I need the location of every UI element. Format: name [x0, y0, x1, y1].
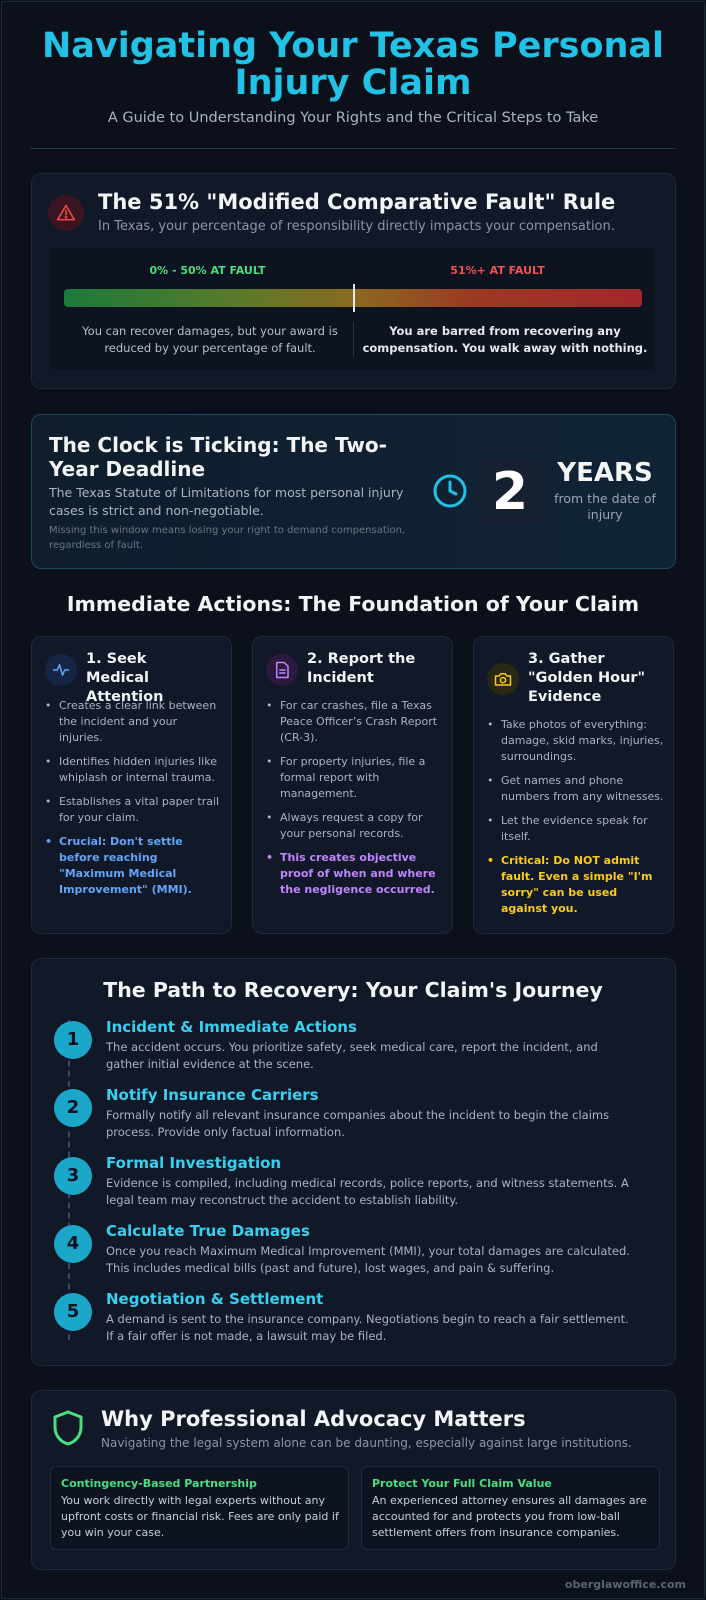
deadline-title: The Clock is Ticking: The Two-Year Deadl… — [49, 433, 387, 481]
deadline-card — [31, 414, 676, 569]
advocacy-box-text: You work directly with legal experts wit… — [61, 1494, 339, 1539]
fault-scale-panel — [50, 248, 655, 370]
step-number: 5 — [54, 1293, 92, 1331]
action-highlight: Crucial: Don't settle before reaching "M… — [45, 834, 223, 898]
deadline-note: Missing this window means losing your ri… — [49, 525, 406, 551]
advocacy-box-title: Protect Your Full Claim Value — [372, 1477, 552, 1490]
step-text: Once you reach Maximum Medical Improveme… — [106, 1244, 630, 1275]
fault-column-divider — [353, 322, 354, 356]
list-item: Identifies hidden injuries like whiplash… — [45, 754, 223, 786]
action-highlight: Critical: Do NOT admit fault. Even a sim… — [487, 853, 665, 917]
step-number: 4 — [54, 1225, 92, 1263]
step-title: Calculate True Damages — [106, 1222, 310, 1240]
step-text: Evidence is compiled, including medical … — [106, 1176, 629, 1207]
action-card-list: Creates a clear link between the inciden… — [45, 698, 223, 906]
page-title: Navigating Your Texas Personal Injury Cl… — [41, 26, 665, 103]
header-divider — [30, 148, 676, 149]
advocacy-subtitle: Navigating the legal system alone can be… — [101, 1436, 632, 1450]
step-number: 3 — [54, 1157, 92, 1195]
deadline-number: 2 — [477, 460, 543, 524]
document-icon — [266, 654, 298, 686]
actions-title: Immediate Actions: The Foundation of You… — [66, 592, 640, 616]
list-item: For property injuries, file a formal rep… — [266, 754, 444, 802]
advocacy-box-text: An experienced attorney ensures all dama… — [372, 1494, 647, 1539]
deadline-unit-caption: from the date of injury — [554, 491, 656, 522]
advocacy-box-title: Contingency-Based Partnership — [61, 1477, 257, 1490]
deadline-text: The Texas Statute of Limitations for mos… — [49, 485, 404, 518]
list-item: Creates a clear link between the inciden… — [45, 698, 223, 746]
list-item: Let the evidence speak for itself. — [487, 813, 665, 845]
fault-barred-text: You are barred from recovering any compe… — [362, 324, 648, 355]
advocacy-box-contingency — [50, 1466, 349, 1550]
camera-icon — [487, 663, 519, 695]
fault-rule-title: The 51% "Modified Comparative Fault" Rul… — [98, 190, 616, 214]
action-highlight: This creates objective proof of when and… — [266, 850, 444, 898]
action-card-title: 3. Gather "Golden Hour" Evidence — [528, 651, 646, 705]
footer-site-link[interactable]: oberglawoffice.com — [564, 1578, 686, 1591]
advocacy-title: Why Professional Advocacy Matters — [101, 1407, 526, 1431]
journey-title: The Path to Recovery: Your Claim's Journ… — [103, 978, 603, 1002]
fault-recoverable-text: You can recover damages, but your award … — [82, 324, 338, 355]
step-text: A demand is sent to the insurance compan… — [106, 1312, 629, 1343]
action-card-list: Take photos of everything: damage, skid … — [487, 717, 665, 925]
fault-barred-label: 51%+ AT FAULT — [450, 264, 545, 277]
pulse-icon — [45, 654, 77, 686]
step-title: Formal Investigation — [106, 1154, 282, 1172]
action-card-list: For car crashes, file a Texas Peace Offi… — [266, 698, 444, 906]
list-item: Get names and phone numbers from any wit… — [487, 773, 665, 805]
page-subtitle: A Guide to Understanding Your Rights and… — [107, 110, 599, 126]
action-card-title: 2. Report the Incident — [307, 651, 416, 686]
step-title: Incident & Immediate Actions — [106, 1018, 357, 1036]
warning-icon — [48, 195, 84, 231]
list-item: For car crashes, file a Texas Peace Offi… — [266, 698, 444, 746]
journey-card — [31, 958, 676, 1366]
step-title: Negotiation & Settlement — [106, 1290, 324, 1308]
list-item: Establishes a vital paper trail for your… — [45, 794, 223, 826]
step-text: Formally notify all relevant insurance c… — [106, 1108, 610, 1139]
step-number: 1 — [54, 1021, 92, 1059]
step-title: Notify Insurance Carriers — [106, 1086, 319, 1104]
clock-icon — [432, 473, 468, 509]
step-number: 2 — [54, 1089, 92, 1127]
advocacy-box-claim-value — [361, 1466, 660, 1550]
fault-rule-subtitle: In Texas, your percentage of responsibil… — [98, 219, 615, 234]
fault-recoverable-label: 0% - 50% AT FAULT — [149, 264, 266, 277]
fault-threshold-marker — [353, 284, 355, 312]
list-item: Take photos of everything: damage, skid … — [487, 717, 665, 765]
step-text: The accident occurs. You prioritize safe… — [106, 1040, 598, 1071]
list-item: Always request a copy for your personal … — [266, 810, 444, 842]
deadline-unit: YEARS — [557, 458, 653, 488]
shield-icon — [52, 1409, 84, 1447]
